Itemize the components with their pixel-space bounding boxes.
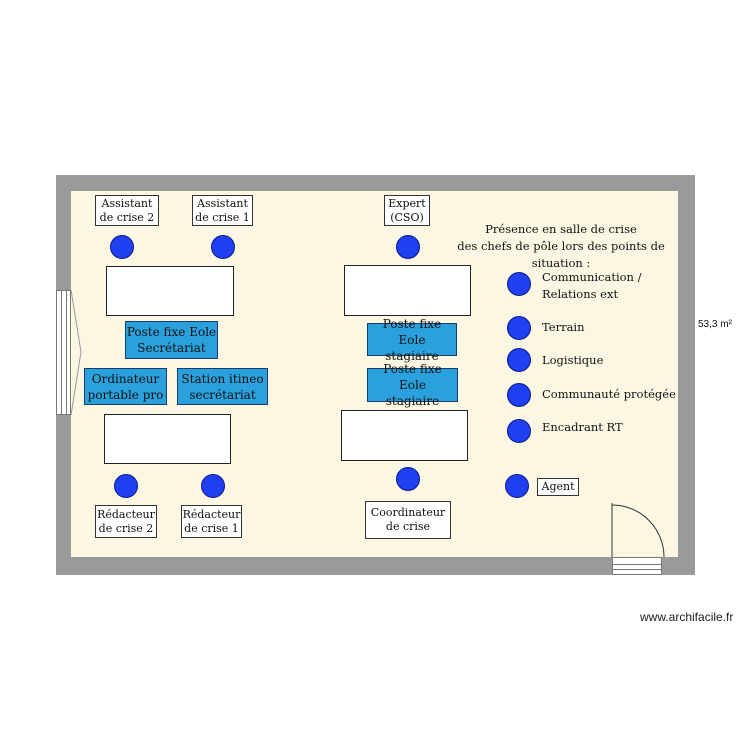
chair <box>507 348 531 372</box>
poste-fixe-eole-secretariat: Poste fixe Eole Secrétariat <box>125 321 218 359</box>
legend-logistique: Logistique <box>542 353 604 367</box>
chair <box>507 419 531 443</box>
chair <box>110 235 134 259</box>
label-assistant-crise-1: Assistant de crise 1 <box>192 195 253 226</box>
poste-fixe-eole-stagiaire-1: Poste fixe Eole stagiaire <box>367 317 457 363</box>
label-expert-cso: Expert (CSO) <box>384 195 430 226</box>
chair <box>396 467 420 491</box>
legend-encadrant-rt: Encadrant RT <box>542 420 623 434</box>
ordinateur-portable-pro: Ordinateur portable pro <box>84 368 167 405</box>
window-opening <box>71 290 82 415</box>
door-opening <box>612 557 662 575</box>
window <box>56 290 71 415</box>
chair <box>201 474 225 498</box>
station-itineo-secretariat: Station itineo secrétariat <box>177 368 268 405</box>
legend-communication: Communication / Relations ext <box>542 270 642 301</box>
room-area: 53,3 m² <box>698 319 732 330</box>
desk <box>341 410 468 461</box>
label-agent: Agent <box>537 478 579 496</box>
chair <box>114 474 138 498</box>
poste-fixe-eole-stagiaire-2: Poste fixe Eole stagiaire <box>367 362 458 408</box>
chair <box>505 474 529 498</box>
legend-terrain: Terrain <box>542 320 585 334</box>
chair <box>396 235 420 259</box>
label-redacteur-crise-2: Rédacteur de crise 2 <box>95 505 157 538</box>
desk <box>344 265 471 316</box>
chair <box>507 272 531 296</box>
label-coordinateur-crise: Coordinateur de crise <box>365 501 451 539</box>
desk <box>106 266 234 316</box>
chair <box>507 383 531 407</box>
chair <box>507 316 531 340</box>
legend-communaute-protegee: Communauté protégée <box>542 387 676 401</box>
desk <box>104 414 231 464</box>
chair <box>211 235 235 259</box>
presence-title: Présence en salle de crise des chefs de … <box>457 222 665 270</box>
door-swing <box>611 503 665 558</box>
watermark: www.archifacile.fr <box>640 610 734 624</box>
label-redacteur-crise-1: Rédacteur de crise 1 <box>181 505 242 538</box>
label-assistant-crise-2: Assistant de crise 2 <box>95 195 159 226</box>
